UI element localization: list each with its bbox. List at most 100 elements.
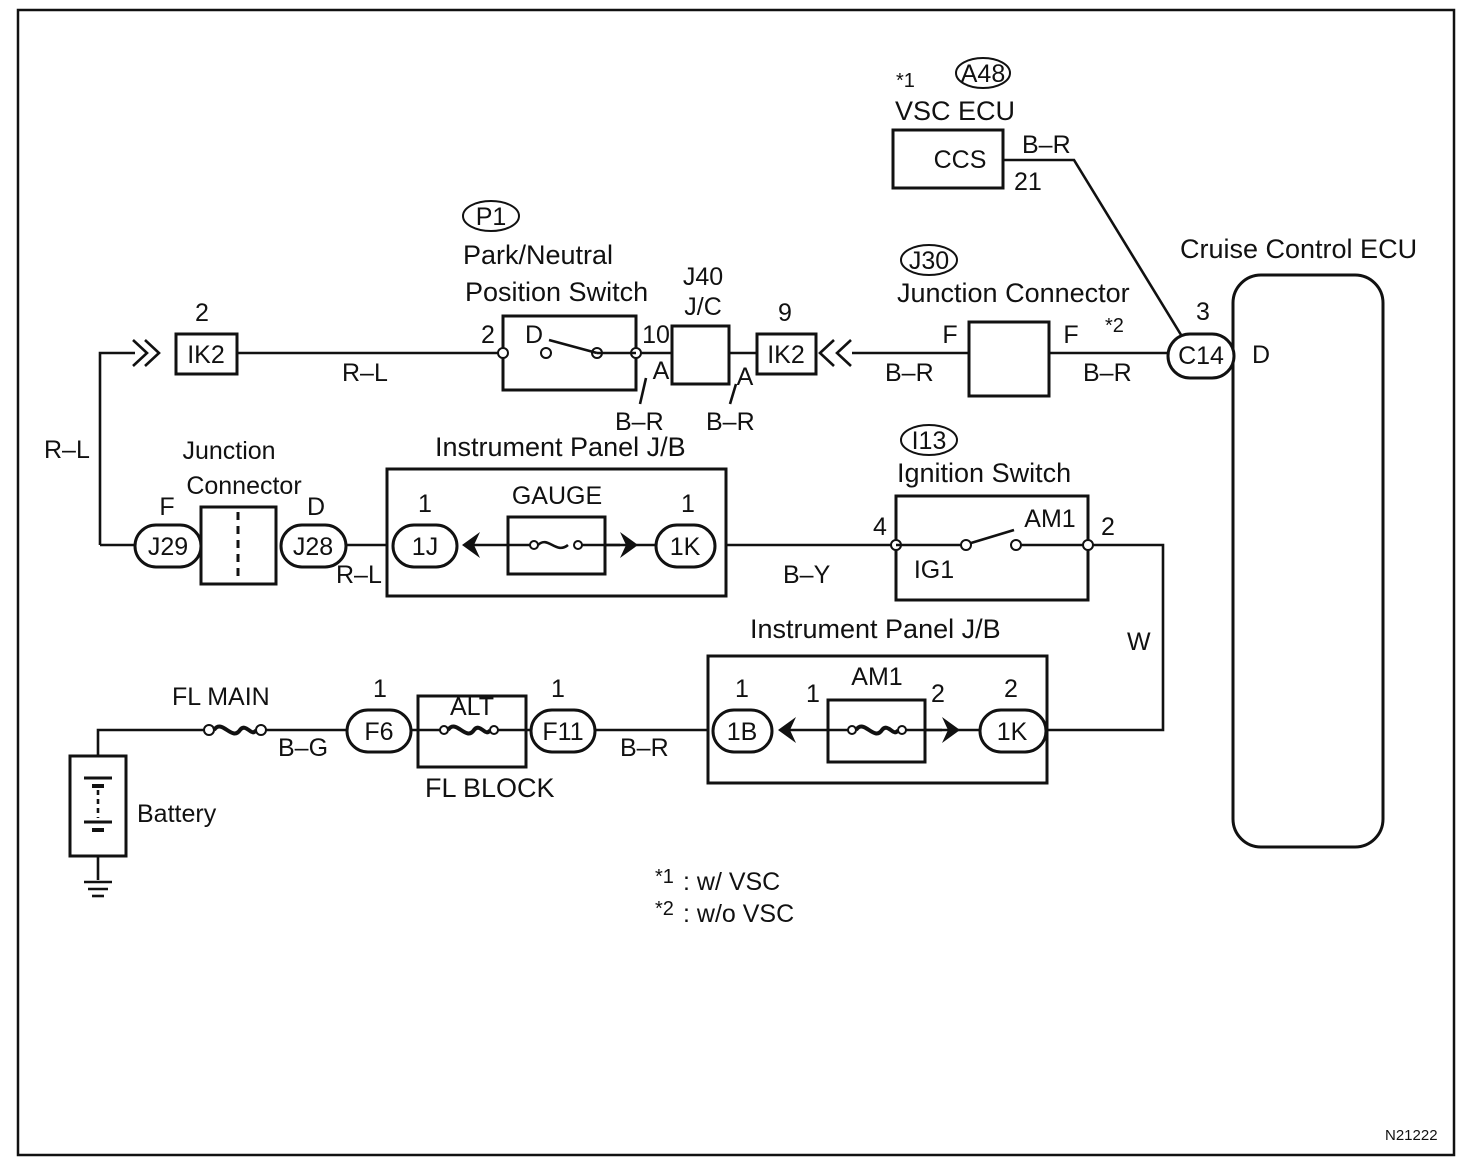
wire-b-r-j40-right: B–R: [706, 408, 755, 436]
1k-lower-label: 1K: [997, 718, 1028, 746]
j30-box: [967, 320, 1051, 398]
ik2-right-box: [755, 332, 818, 376]
j28-label: J28: [293, 533, 333, 561]
park-switch-name2: Position Switch: [465, 277, 648, 307]
battery-name: Battery: [137, 800, 217, 828]
jc-lower-name2: Connector: [186, 472, 301, 500]
wires: [96, 158, 1188, 768]
wire-b-r-j40-left: B–R: [615, 408, 664, 436]
1b-label: 1B: [727, 718, 758, 746]
1b-connector: [711, 708, 774, 754]
ik2-left-pin: 2: [195, 299, 209, 327]
ignition-switch-name: Ignition Switch: [897, 458, 1071, 488]
wire-b-y: B–Y: [783, 561, 831, 589]
j30-code: J30: [909, 247, 949, 275]
fl-block: 1 1 F6 ALT F11 FL BLOCK: [345, 675, 597, 803]
f6-label: F6: [364, 718, 393, 746]
ignition-pin-left: 4: [873, 513, 887, 541]
footnotes: *1 : w/ VSC *2 : w/o VSC: [655, 866, 794, 928]
1k-upper-label: 1K: [670, 533, 701, 561]
ik2-right-label: IK2: [767, 341, 805, 369]
j30-junction-connector: J30 Junction Connector F F *2 B–R B–R: [885, 244, 1132, 398]
ik2-left-box: [174, 332, 239, 376]
vsc-ecu-name: VSC ECU: [895, 96, 1015, 126]
j29-label: J29: [148, 533, 188, 561]
jc-lower-name1: Junction: [182, 437, 275, 465]
instrument-panel-jb-lower: Instrument Panel J/B 1 1 2 2 1B AM1 1K B…: [620, 614, 1049, 785]
wire-b-r-c14: B–R: [1083, 359, 1132, 387]
1k-upper-connector: [654, 523, 717, 569]
j40-name2: J/C: [684, 293, 722, 321]
vsc-terminal-name: CCS: [934, 146, 987, 174]
j30-name: Junction Connector: [897, 278, 1130, 308]
vsc-pin: 21: [1014, 168, 1042, 196]
j30-pin-right: F: [1063, 321, 1078, 349]
wire-r-l-bottom: R–L: [336, 561, 382, 589]
j40-box: [670, 324, 731, 386]
ignition-switch-box: [894, 494, 1090, 602]
cruise-ecu-box: [1231, 273, 1385, 849]
wire-b-g: B–G: [278, 734, 328, 762]
am1-fuse-label: AM1: [851, 663, 902, 691]
park-neutral-switch: P1 Park/Neutral Position Switch D 2 10 R…: [342, 200, 670, 392]
junction-connector-lower: Junction Connector F D J29 J28 R–L R–L: [44, 436, 382, 589]
battery: Battery: [68, 754, 217, 898]
vsc-ecu: *1 A48 VSC ECU CCS B–R 21: [891, 57, 1071, 196]
vsc-code: A48: [961, 60, 1005, 88]
f6-pin: 1: [373, 675, 387, 703]
ignition-contact-ig1: IG1: [914, 556, 954, 584]
alt-fuse-label: ALT: [450, 693, 494, 721]
cruise-control-ecu: Cruise Control ECU 3 C14 D: [1166, 234, 1417, 849]
wire-b-r-lower: B–R: [620, 734, 669, 762]
ignition-pin-right: 2: [1101, 513, 1115, 541]
battery-box: [68, 754, 128, 858]
f11-pin: 1: [551, 675, 565, 703]
j40-pin-right: A: [737, 363, 754, 391]
wire-w: W: [1127, 628, 1151, 656]
j30-pin-left: F: [942, 321, 957, 349]
am1-inner-right-pin: 2: [931, 680, 945, 708]
gauge-fuse-label: GAUGE: [512, 482, 602, 510]
park-switch-name1: Park/Neutral: [463, 240, 613, 270]
am1-inner-left-pin: 1: [806, 680, 820, 708]
ip-jb-upper-name: Instrument Panel J/B: [435, 432, 686, 462]
ik2-right: IK2 9: [755, 299, 852, 376]
note1-mark: *1: [655, 866, 674, 888]
j29-pin: F: [159, 493, 174, 521]
note2-mark: *2: [655, 898, 674, 920]
1k-upper-pin: 1: [681, 490, 695, 518]
diagram-frame: [16, 8, 1456, 1157]
wire-r-l-top: R–L: [342, 359, 388, 387]
fl-block-name: FL BLOCK: [425, 773, 555, 803]
p1-code-badge: [462, 200, 520, 232]
j30-note: *2: [1105, 315, 1124, 337]
ik2-right-pin: 9: [778, 299, 792, 327]
park-switch-pin-in: 2: [481, 321, 495, 349]
f11-connector: [529, 708, 597, 754]
vsc-wire-color: B–R: [1022, 131, 1071, 159]
wire-b-r-ik2: B–R: [885, 359, 934, 387]
park-switch-contact: D: [525, 321, 543, 349]
f11-label: F11: [542, 718, 583, 746]
ignition-switch: I13 Ignition Switch 4 2 IG1 AM1 W: [873, 424, 1151, 656]
1j-pin: 1: [418, 490, 432, 518]
1j-label: 1J: [412, 533, 438, 561]
i13-code: I13: [912, 427, 947, 455]
note2-text: : w/o VSC: [683, 900, 794, 928]
c14-label: C14: [1178, 342, 1224, 370]
instrument-panel-jb-upper: Instrument Panel J/B 1 1 1J GAUGE 1K B–Y: [385, 432, 831, 598]
ignition-contact-am1: AM1: [1024, 505, 1075, 533]
vsc-ecu-box: [891, 128, 1005, 190]
j28-connector: [279, 523, 348, 569]
figure-code: N21222: [1385, 1127, 1438, 1144]
c14-pin: 3: [1196, 298, 1210, 326]
j40-name1: J40: [683, 263, 723, 291]
fl-main-fuse: FL MAIN B–G: [172, 683, 328, 762]
vsc-code-badge: [955, 57, 1011, 89]
ip-jb-lower-name: Instrument Panel J/B: [750, 614, 1001, 644]
i13-code-badge: [900, 424, 958, 456]
c14-connector: [1166, 332, 1236, 380]
j28-pin: D: [307, 493, 325, 521]
1j-connector: [391, 523, 459, 569]
